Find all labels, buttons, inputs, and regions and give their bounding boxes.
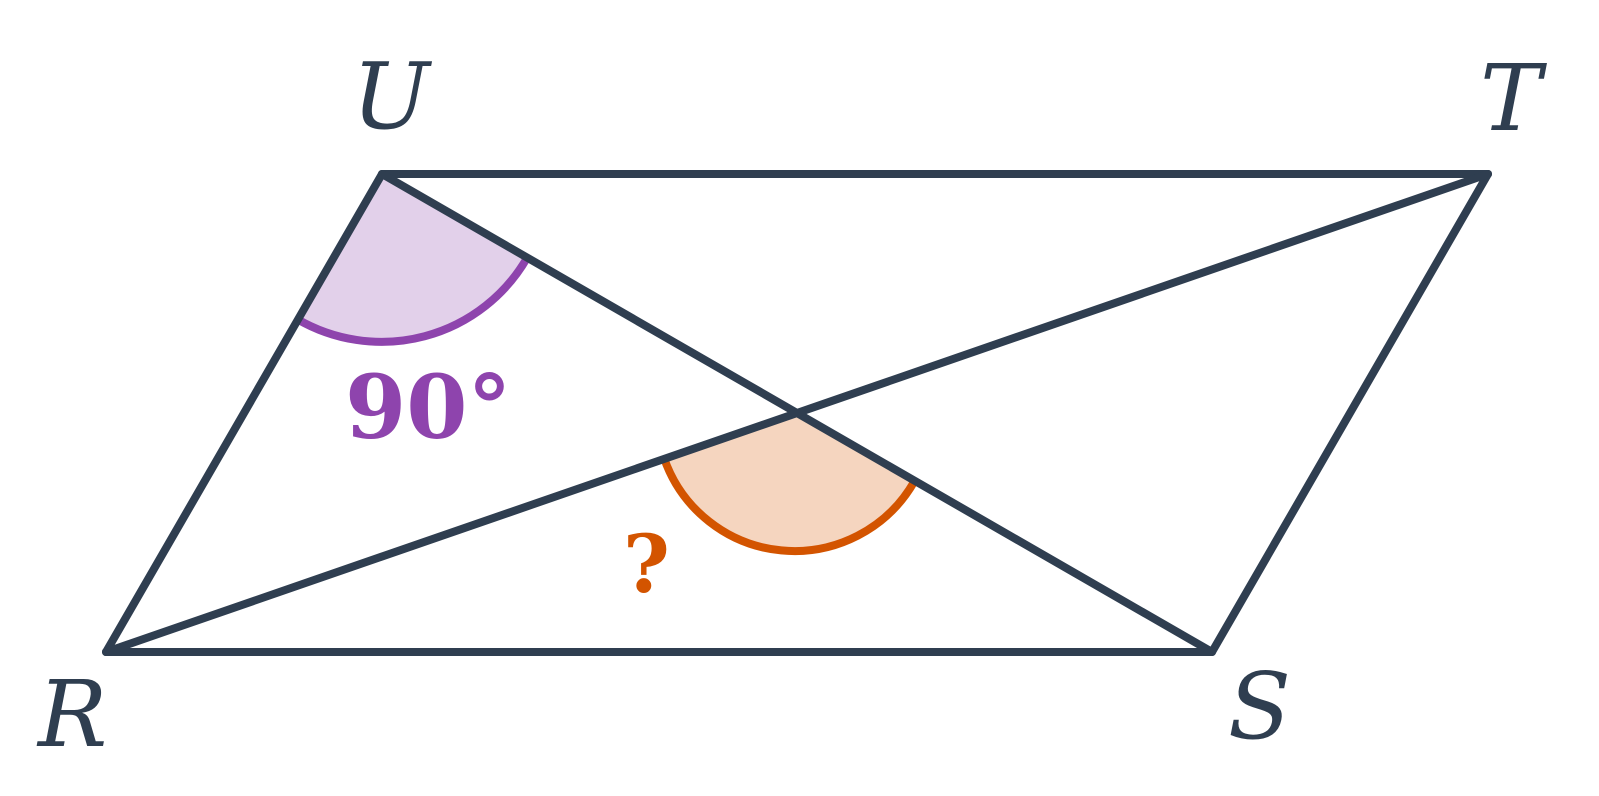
known-angle-label: 90° xyxy=(345,355,511,459)
angle-fill-at-u xyxy=(297,174,527,342)
angle-fill-at-intersection xyxy=(664,413,914,552)
unknown-angle-label: ? xyxy=(623,517,670,611)
vertex-label-r: R xyxy=(36,661,107,768)
parallelogram-sides xyxy=(102,170,1492,656)
vertex-label-s: S xyxy=(1228,653,1291,760)
angle-arc-at-intersection xyxy=(660,456,918,556)
side-ru xyxy=(102,170,386,656)
vertex-label-t: T xyxy=(1480,45,1547,152)
diagonal-rt xyxy=(102,170,1492,656)
vertex-label-u: U xyxy=(352,43,433,150)
angle-arc-at-u xyxy=(294,255,531,346)
side-ts xyxy=(1208,170,1492,656)
diagonals xyxy=(102,170,1492,656)
